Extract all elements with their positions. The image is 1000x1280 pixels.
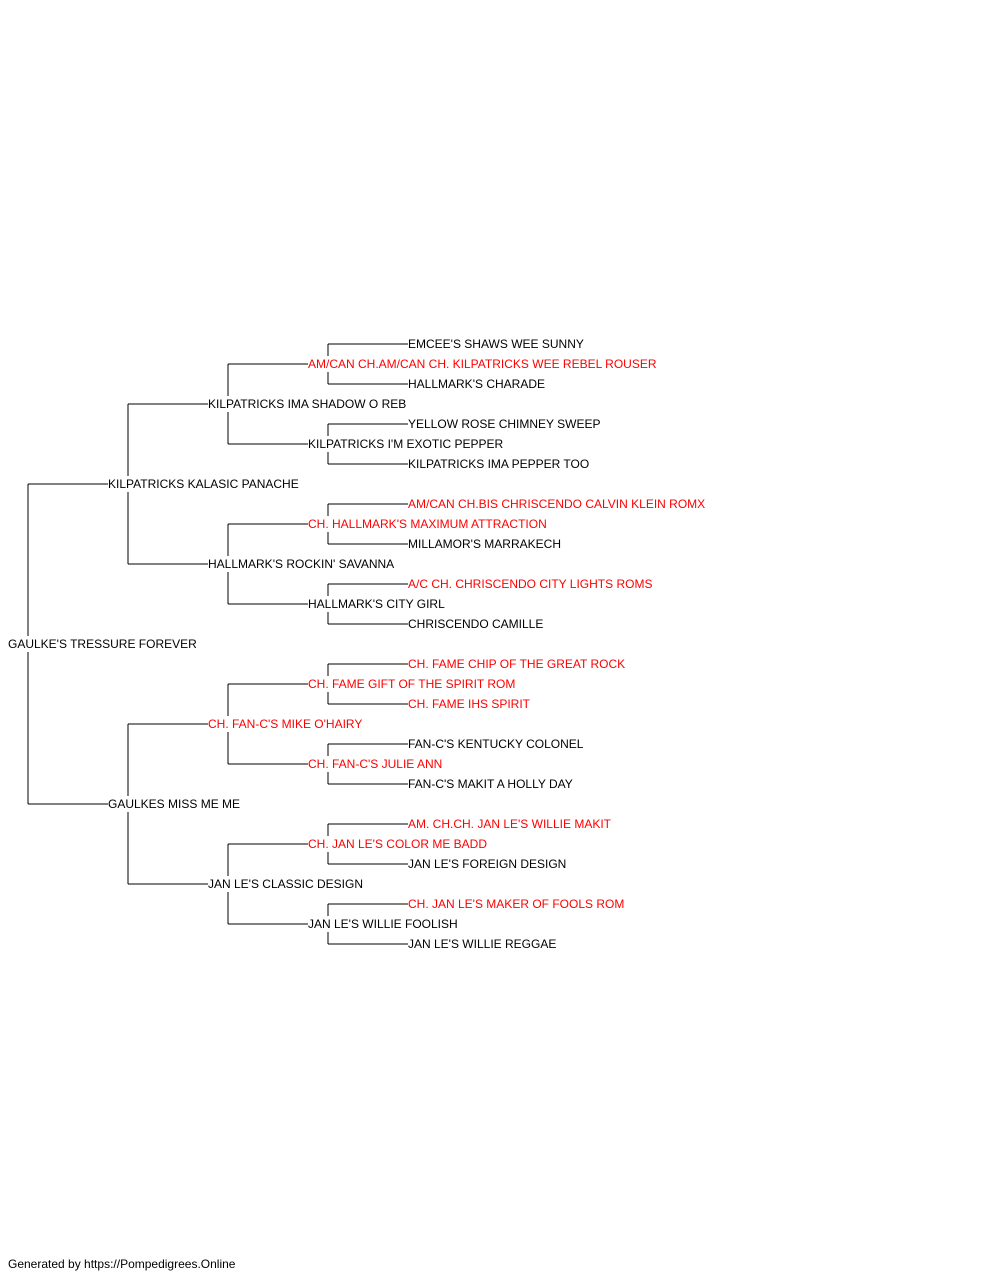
dog-name: MILLAMOR'S MARRAKECH [408, 537, 561, 551]
dog-name: KILPATRICKS KALASIC PANACHE [108, 477, 299, 491]
dog-name: FAN-C'S MAKIT A HOLLY DAY [408, 777, 573, 791]
dog-name: GAULKES MISS ME ME [108, 797, 240, 811]
dog-name-champion: CH. HALLMARK'S MAXIMUM ATTRACTION [308, 517, 547, 531]
dog-name: HALLMARK'S ROCKIN' SAVANNA [208, 557, 394, 571]
dog-name-champion: CH. FAME CHIP OF THE GREAT ROCK [408, 657, 625, 671]
dog-name-champion: AM/CAN CH.BIS CHRISCENDO CALVIN KLEIN RO… [408, 497, 705, 511]
dog-name: HALLMARK'S CITY GIRL [308, 597, 445, 611]
dog-name-champion: A/C CH. CHRISCENDO CITY LIGHTS ROMS [408, 577, 652, 591]
dog-name: JAN LE'S WILLIE FOOLISH [308, 917, 458, 931]
dog-name: GAULKE'S TRESSURE FOREVER [8, 637, 197, 651]
dog-name: JAN LE'S CLASSIC DESIGN [208, 877, 363, 891]
dog-name-champion: CH. FAN-C'S JULIE ANN [308, 757, 442, 771]
dog-name-champion: CH. JAN LE'S COLOR ME BADD [308, 837, 487, 851]
dog-name-champion: AM. CH.CH. JAN LE'S WILLIE MAKIT [408, 817, 612, 831]
dog-name: JAN LE'S FOREIGN DESIGN [408, 857, 566, 871]
pedigree-labels: GAULKE'S TRESSURE FOREVER KILPATRICKS KAL… [8, 337, 705, 951]
pedigree-connectors [27, 343, 408, 945]
footer-credit: Generated by https://Pompedigrees.Online [8, 1257, 236, 1271]
dog-name: KILPATRICKS I'M EXOTIC PEPPER [308, 437, 504, 451]
dog-name: EMCEE'S SHAWS WEE SUNNY [408, 337, 584, 351]
dog-name: KILPATRICKS IMA SHADOW O REB [208, 397, 406, 411]
dog-name: CHRISCENDO CAMILLE [408, 617, 543, 631]
dog-name: HALLMARK'S CHARADE [408, 377, 545, 391]
dog-name-champion: CH. FAME IHS SPIRIT [408, 697, 531, 711]
dog-name: KILPATRICKS IMA PEPPER TOO [408, 457, 589, 471]
dog-name: FAN-C'S KENTUCKY COLONEL [408, 737, 584, 751]
dog-name: YELLOW ROSE CHIMNEY SWEEP [408, 417, 601, 431]
dog-name-champion: CH. FAN-C'S MIKE O'HAIRY [208, 717, 362, 731]
dog-name-champion: CH. FAME GIFT OF THE SPIRIT ROM [308, 677, 515, 691]
dog-name-champion: AM/CAN CH.AM/CAN CH. KILPATRICKS WEE REB… [308, 357, 657, 371]
dog-name: JAN LE'S WILLIE REGGAE [408, 937, 556, 951]
dog-name-champion: CH. JAN LE'S MAKER OF FOOLS ROM [408, 897, 624, 911]
